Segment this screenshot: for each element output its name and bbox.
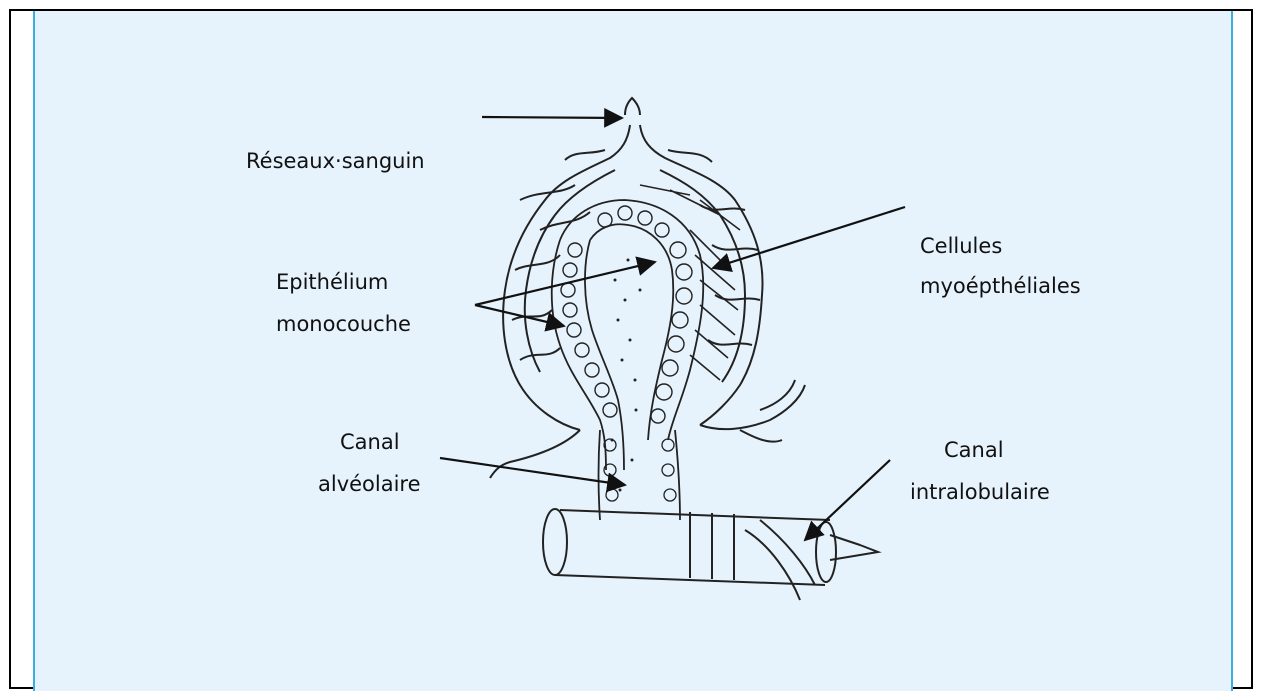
label-canal-alveolaire-line2: alvéolaire <box>318 470 421 498</box>
label-arrows <box>440 117 905 540</box>
arrow-canal-alveolaire <box>440 458 625 485</box>
label-canal-intralobulaire-line1: Canal <box>944 436 1004 464</box>
myoepithelial-cells <box>640 185 740 380</box>
label-canal-alveolaire-line1: Canal <box>340 428 400 456</box>
epithelium-layer <box>552 200 704 492</box>
label-cellules-line1: Cellules <box>920 232 1002 260</box>
label-canal-intralobulaire-line2: intralobulaire <box>910 478 1050 506</box>
label-cellules-line2: myoépthéliales <box>920 272 1081 300</box>
label-epithelium-line1: Epithélium <box>276 268 388 296</box>
arrow-cellules <box>713 207 905 268</box>
alveolus-illustration <box>0 0 1266 675</box>
arrow-canal-intra <box>805 460 890 540</box>
alveolar-duct <box>599 430 681 520</box>
blood-vessel-network <box>490 98 805 478</box>
arrow-reseaux <box>482 117 622 118</box>
arrow-epithelium-lower <box>475 305 564 326</box>
intralobular-duct <box>543 509 878 600</box>
label-reseaux-sanguin: Réseaux·sanguin <box>246 147 425 175</box>
label-epithelium-line2: monocouche <box>276 310 411 338</box>
arrow-epithelium-upper <box>475 262 655 305</box>
